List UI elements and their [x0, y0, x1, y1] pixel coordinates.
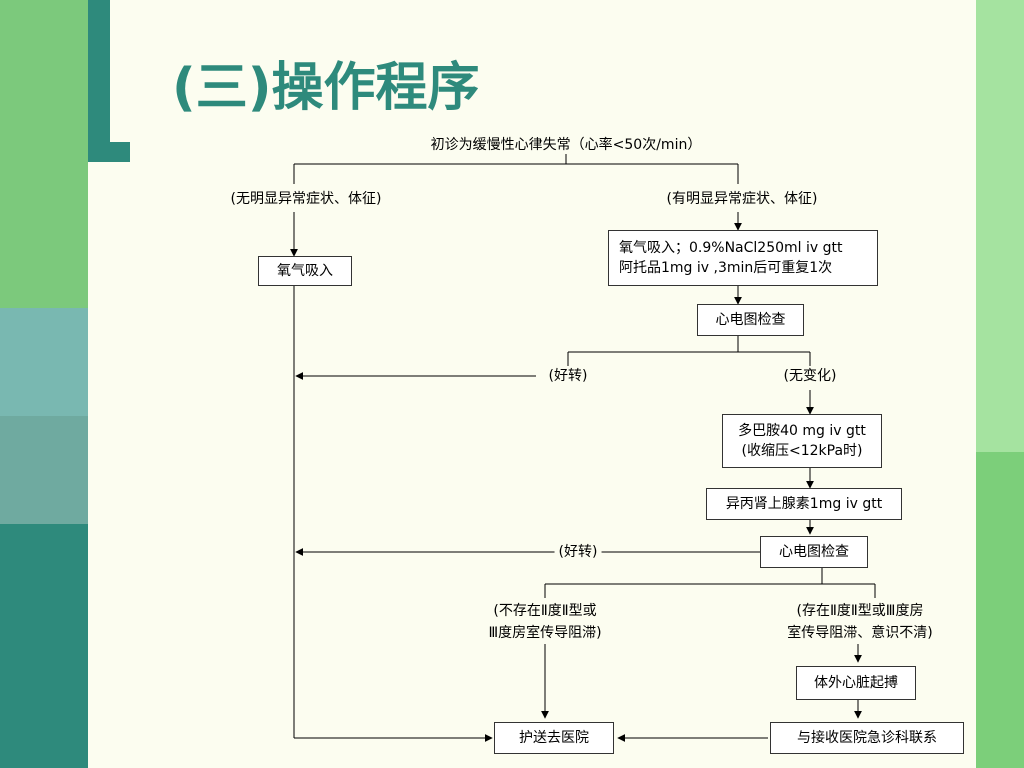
left-band-1 — [0, 0, 88, 308]
dopamine-line-1: 多巴胺40 mg iv gtt — [738, 423, 866, 439]
start-condition: 初诊为缓慢性心律失常（心率<50次/min） — [426, 136, 706, 154]
treatment-line-1: 氧气吸入；0.9%NaCl250ml iv gtt — [619, 240, 843, 256]
box-oxygen-only-text: 氧气吸入 — [277, 263, 333, 279]
right-band-2 — [976, 452, 1024, 768]
external-pacing-text: 体外心脏起搏 — [814, 675, 898, 691]
label-no-change: (无变化) — [779, 367, 841, 385]
label-no-av-block: (不存在Ⅱ度Ⅱ型或 Ⅲ度房室传导阻滞) — [488, 600, 601, 644]
left-band-2 — [0, 308, 88, 416]
treatment-line-2: 阿托品1mg iv ,3min后可重复1次 — [619, 260, 833, 276]
box-ecg-check-1: 心电图检查 — [697, 304, 804, 336]
contact-text: 与接收医院急诊科联系 — [797, 730, 937, 746]
box-initial-treatment: 氧气吸入；0.9%NaCl250ml iv gtt 阿托品1mg iv ,3mi… — [608, 230, 878, 286]
left-band-3 — [0, 416, 88, 524]
dopamine-line-2: (收缩压<12kPa时) — [741, 443, 863, 459]
box-contact-emergency: 与接收医院急诊科联系 — [770, 722, 964, 754]
label-improved-2: (好转) — [554, 543, 602, 561]
box-ecg-check-2: 心电图检查 — [760, 536, 868, 568]
ecg-check-1-text: 心电图检查 — [715, 312, 786, 328]
corner-logo-bar — [88, 0, 110, 162]
box-escort-to-hospital: 护送去医院 — [494, 722, 614, 754]
label-av-block: (存在Ⅱ度Ⅱ型或Ⅲ度房 室传导阻滞、意识不清) — [787, 600, 932, 644]
left-band-4 — [0, 524, 88, 768]
slide-title: (三)操作程序 — [172, 58, 480, 118]
ecg-check-2-text: 心电图检查 — [779, 544, 849, 560]
isoproterenol-text: 异丙肾上腺素1mg iv gtt — [725, 496, 883, 512]
box-oxygen-only: 氧气吸入 — [258, 256, 352, 286]
label-improved-1: (好转) — [544, 367, 592, 385]
corner-logo-foot — [88, 142, 130, 162]
av-block-line-1: (存在Ⅱ度Ⅱ型或Ⅲ度房 — [796, 603, 924, 619]
box-isoproterenol: 异丙肾上腺素1mg iv gtt — [706, 488, 902, 520]
av-block-line-2: 室传导阻滞、意识不清) — [787, 625, 933, 641]
box-dopamine: 多巴胺40 mg iv gtt (收缩压<12kPa时) — [722, 414, 882, 468]
branch-no-symptoms: (无明显异常症状、体征) — [226, 190, 386, 208]
no-av-block-line-1: (不存在Ⅱ度Ⅱ型或 — [493, 603, 597, 619]
escort-text: 护送去医院 — [519, 730, 589, 746]
no-av-block-line-2: Ⅲ度房室传导阻滞) — [488, 625, 602, 641]
branch-with-symptoms: (有明显异常症状、体征) — [662, 190, 822, 208]
box-external-pacing: 体外心脏起搏 — [796, 666, 916, 700]
right-band-1 — [976, 0, 1024, 452]
